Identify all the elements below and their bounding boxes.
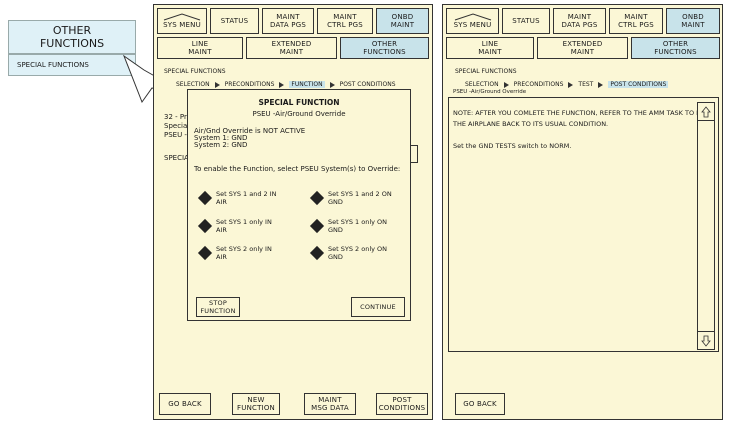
continue-button[interactable]: CONTINUE xyxy=(351,297,405,317)
diamond-icon xyxy=(197,245,213,261)
scrollbar[interactable] xyxy=(697,102,715,350)
crumb-preconditions: PRECONDITIONS xyxy=(513,81,564,88)
tab-status[interactable]: STATUS xyxy=(210,8,259,34)
bg-line-1: 32 - Pr xyxy=(164,113,187,121)
crumb-selection: SELECTION xyxy=(465,81,499,88)
diamond-icon xyxy=(309,218,325,234)
system-1-status: System 1: GND xyxy=(194,134,248,142)
special-function-dialog: SPECIAL FUNCTION PSEU -Air/Ground Overri… xyxy=(187,89,411,321)
subtab-extended-maint[interactable]: EXTENDED MAINT xyxy=(537,37,628,59)
tab-onbd-maint[interactable]: ONBD MAINT xyxy=(376,8,429,34)
tab-maint-data-pgs[interactable]: MAINT DATA PGS xyxy=(262,8,314,34)
note-line-3: Set the GND TESTS switch to NORM. xyxy=(453,142,572,150)
subtab-line-maint[interactable]: LINE MAINT xyxy=(157,37,243,59)
tab-maint-ctrl-pgs[interactable]: MAINT CTRL PGS xyxy=(317,8,373,34)
diamond-icon xyxy=(197,190,213,206)
maint-msg-data-button[interactable]: MAINT MSG DATA xyxy=(304,393,356,415)
crumb-test: TEST xyxy=(578,81,594,88)
tab-sys-menu[interactable]: SYS MENU xyxy=(157,8,207,34)
go-back-button[interactable]: GO BACK xyxy=(159,393,211,415)
subtab-line-maint[interactable]: LINE MAINT xyxy=(446,37,534,59)
scroll-down-button[interactable] xyxy=(698,331,714,349)
crumb-post-conditions: POST CONDITIONS xyxy=(339,81,396,88)
tab-maint-data-pgs[interactable]: MAINT DATA PGS xyxy=(553,8,606,34)
arrow-up-icon xyxy=(701,105,711,117)
tab-onbd-maint[interactable]: ONBD MAINT xyxy=(666,8,720,34)
option-sys1-air[interactable]: Set SYS 1 only IN AIR xyxy=(197,218,280,234)
bg-field-edge xyxy=(404,145,418,163)
diamond-icon xyxy=(309,190,325,206)
home-icon xyxy=(163,13,201,21)
option-sys12-air[interactable]: Set SYS 1 and 2 IN AIR xyxy=(197,190,280,206)
system-2-status: System 2: GND xyxy=(194,141,248,149)
new-function-button[interactable]: NEW FUNCTION xyxy=(232,393,280,415)
crumb-post-conditions: POST CONDITIONS xyxy=(608,81,669,88)
option-sys2-air[interactable]: Set SYS 2 only IN AIR xyxy=(197,245,280,261)
diamond-icon xyxy=(309,245,325,261)
bg-line-3: PSEU - xyxy=(164,131,187,139)
arrow-down-icon xyxy=(701,335,711,347)
callout-other-functions: OTHER FUNCTIONS xyxy=(8,20,136,54)
diamond-icon xyxy=(197,218,213,234)
option-sys2-gnd[interactable]: Set SYS 2 only ON GND xyxy=(309,245,392,261)
crumb-selection: SELECTION xyxy=(176,81,210,88)
section-title: SPECIAL FUNCTIONS xyxy=(455,68,517,75)
subtab-other-functions[interactable]: OTHER FUNCTIONS xyxy=(340,37,429,59)
bg-line-2: Special xyxy=(164,122,190,130)
tab-sys-menu[interactable]: SYS MENU xyxy=(446,8,499,34)
tab-status[interactable]: STATUS xyxy=(502,8,550,34)
subtab-extended-maint[interactable]: EXTENDED MAINT xyxy=(246,37,337,59)
note-box: NOTE: AFTER YOU COMLETE THE FUNCTION, RE… xyxy=(448,97,719,352)
bg-line-4: SPECIA xyxy=(164,154,189,162)
note-line-2: THE AIRPLANE BACK TO ITS USUAL CONDITION… xyxy=(453,120,609,128)
breadcrumb: SELECTION PRECONDITIONS FUNCTION POST CO… xyxy=(176,81,396,88)
option-sys1-gnd[interactable]: Set SYS 1 only ON GND xyxy=(309,218,392,234)
subtab-other-functions[interactable]: OTHER FUNCTIONS xyxy=(631,37,720,59)
left-screen: SYS MENU STATUS MAINT DATA PGS MAINT CTR… xyxy=(153,4,433,420)
function-subtitle: PSEU -Air/Ground Override xyxy=(453,89,527,95)
callout-other-functions-label: OTHER FUNCTIONS xyxy=(39,24,105,50)
option-sys12-gnd[interactable]: Set SYS 1 and 2 ON GND xyxy=(309,190,392,206)
section-title: SPECIAL FUNCTIONS xyxy=(164,68,226,75)
crumb-function: FUNCTION xyxy=(289,81,325,88)
post-conditions-button[interactable]: POST CONDITIONS xyxy=(376,393,428,415)
crumb-preconditions: PRECONDITIONS xyxy=(224,81,275,88)
callout-special-functions-label: SPECIAL FUNCTIONS xyxy=(17,61,89,69)
go-back-button[interactable]: GO BACK xyxy=(455,393,505,415)
tab-maint-ctrl-pgs[interactable]: MAINT CTRL PGS xyxy=(609,8,663,34)
stop-function-button[interactable]: STOP FUNCTION xyxy=(196,297,240,317)
note-line-1: NOTE: AFTER YOU COMLETE THE FUNCTION, RE… xyxy=(453,109,709,117)
dialog-subtitle: PSEU -Air/Ground Override xyxy=(252,110,346,118)
breadcrumb: SELECTION PRECONDITIONS TEST POST CONDIT… xyxy=(465,81,669,88)
right-screen: SYS MENU STATUS MAINT DATA PGS MAINT CTR… xyxy=(442,4,723,420)
chevron-right-icon xyxy=(503,81,509,88)
chevron-right-icon xyxy=(598,81,604,88)
chevron-right-icon xyxy=(568,81,574,88)
chevron-right-icon xyxy=(214,81,220,88)
dialog-title: SPECIAL FUNCTION xyxy=(258,98,340,107)
scroll-up-button[interactable] xyxy=(698,103,714,121)
override-status: Air/Gnd Override is NOT ACTIVE xyxy=(194,127,306,135)
instruction-text: To enable the Function, select PSEU Syst… xyxy=(194,165,401,173)
callout-special-functions: SPECIAL FUNCTIONS xyxy=(8,54,136,76)
chevron-right-icon xyxy=(279,81,285,88)
home-icon xyxy=(454,13,491,21)
chevron-right-icon xyxy=(329,81,335,88)
